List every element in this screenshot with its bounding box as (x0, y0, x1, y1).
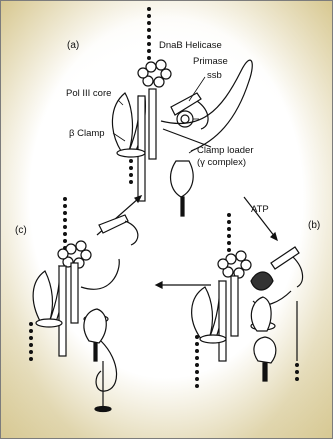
tau-column-a (138, 96, 145, 201)
panel-label-b: (b) (308, 221, 320, 231)
label-pol-iii-core: Pol III core (66, 89, 111, 99)
label-atp: ATP (251, 205, 269, 215)
beta-clamp-a (117, 149, 145, 157)
label-gamma-complex: (γ complex) (197, 158, 246, 168)
panel-label-a: (a) (67, 41, 79, 51)
label-ssb: ssb (207, 71, 222, 81)
label-beta-clamp: β Clamp (69, 129, 105, 139)
label-clamp-loader: Clamp loader (197, 146, 254, 156)
label-primase: Primase (193, 57, 228, 67)
panel-label-c: (c) (15, 226, 27, 236)
label-dnab-helicase: DnaB Helicase (159, 41, 222, 51)
